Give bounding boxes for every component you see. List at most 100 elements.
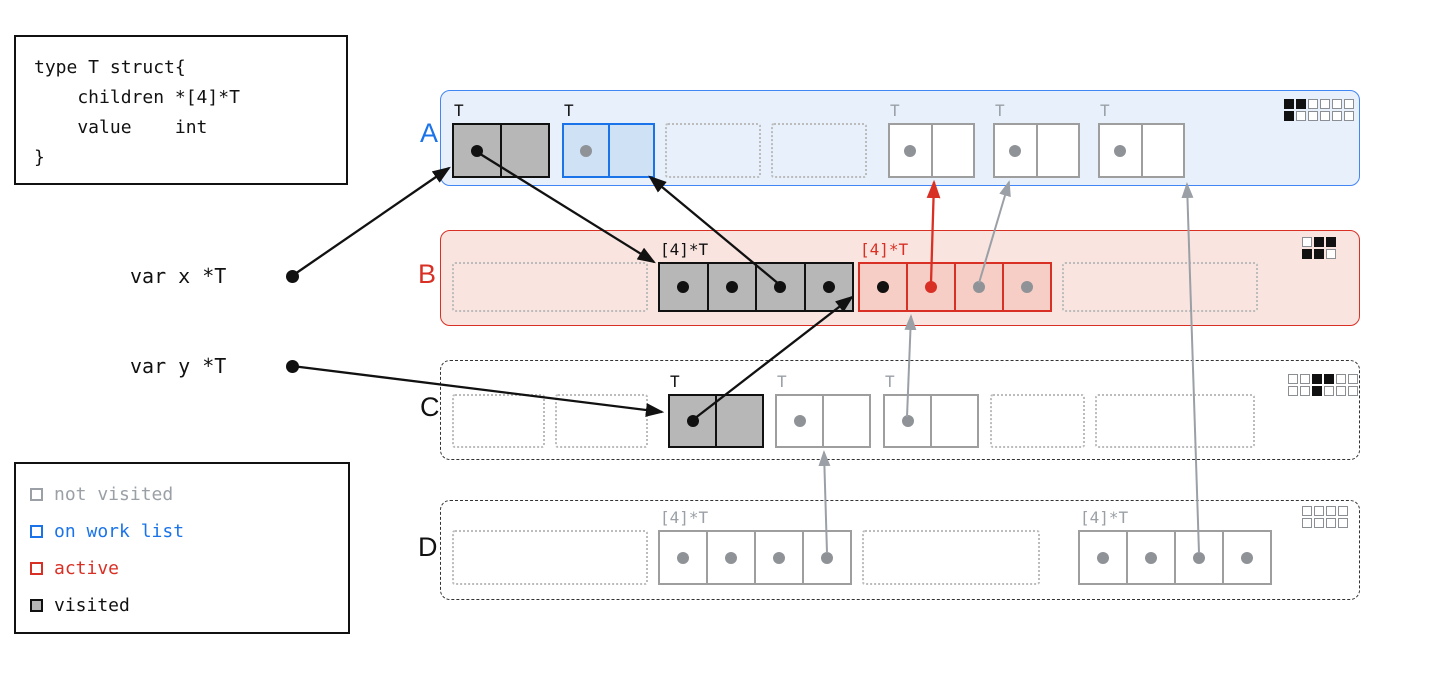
allocation-bitmap bbox=[1288, 374, 1358, 398]
bitmap-row bbox=[1302, 506, 1348, 516]
bitmap-cell bbox=[1314, 506, 1324, 516]
heap-object bbox=[993, 123, 1080, 178]
bitmap-row bbox=[1288, 374, 1358, 384]
heap-object bbox=[658, 530, 852, 585]
legend-label: on work list bbox=[54, 521, 185, 542]
bitmap-row bbox=[1302, 518, 1348, 528]
bitmap-cell bbox=[1302, 237, 1312, 247]
empty-slot bbox=[771, 123, 867, 178]
object-cell bbox=[660, 264, 707, 310]
var-y-label: var y *T bbox=[130, 354, 227, 378]
var-x-pointer-dot bbox=[286, 270, 299, 283]
code-line: } bbox=[34, 147, 45, 168]
object-cell bbox=[1100, 125, 1141, 176]
legend-label: active bbox=[54, 558, 120, 579]
object-cell bbox=[754, 532, 802, 583]
pointer-dot bbox=[877, 281, 889, 293]
span-label-A: A bbox=[420, 118, 439, 148]
object-cell bbox=[1035, 125, 1079, 176]
object-type-label: T bbox=[564, 101, 574, 120]
legend-swatch bbox=[30, 525, 43, 538]
code-line: value int bbox=[34, 117, 208, 138]
object-cell bbox=[564, 125, 608, 176]
bitmap-cell bbox=[1302, 249, 1312, 259]
bitmap-cell bbox=[1326, 237, 1336, 247]
pointer-dot bbox=[1021, 281, 1033, 293]
object-cell bbox=[500, 125, 548, 176]
struct-definition-box: type T struct{ children *[4]*T value int… bbox=[14, 35, 348, 185]
bitmap-cell bbox=[1288, 374, 1298, 384]
object-type-label: T bbox=[885, 372, 895, 391]
heap-object bbox=[888, 123, 975, 178]
empty-slot bbox=[665, 123, 761, 178]
empty-slot bbox=[452, 530, 648, 585]
bitmap-row bbox=[1284, 99, 1354, 109]
bitmap-cell bbox=[1348, 374, 1358, 384]
empty-slot bbox=[862, 530, 1040, 585]
legend-swatch bbox=[30, 599, 43, 612]
allocation-bitmap bbox=[1302, 506, 1348, 530]
bitmap-row bbox=[1284, 111, 1354, 121]
object-cell bbox=[954, 264, 1002, 310]
object-cell bbox=[1080, 532, 1126, 583]
bitmap-cell bbox=[1302, 506, 1312, 516]
allocation-bitmap bbox=[1302, 237, 1336, 261]
pointer-dot bbox=[1097, 551, 1109, 564]
legend-items: not visited on work list active visited bbox=[30, 476, 348, 624]
bitmap-cell bbox=[1344, 111, 1354, 121]
var-x-label: var x *T bbox=[130, 264, 227, 288]
bitmap-cell bbox=[1326, 518, 1336, 528]
legend-swatch bbox=[30, 562, 43, 575]
bitmap-cell bbox=[1312, 386, 1322, 396]
pointer-dot bbox=[677, 281, 690, 293]
object-cell bbox=[1002, 264, 1050, 310]
heap-object bbox=[1078, 530, 1272, 585]
empty-slot bbox=[555, 394, 648, 448]
object-cell bbox=[1174, 532, 1222, 583]
legend-item: on work list bbox=[30, 513, 348, 550]
object-cell bbox=[1222, 532, 1270, 583]
bitmap-cell bbox=[1300, 386, 1310, 396]
pointer-dot bbox=[1193, 551, 1205, 564]
pointer-dot bbox=[774, 281, 787, 293]
object-cell bbox=[706, 532, 754, 583]
pointer-dot bbox=[1145, 551, 1157, 564]
heap-object bbox=[658, 262, 854, 312]
bitmap-cell bbox=[1320, 99, 1330, 109]
object-type-label: T bbox=[777, 372, 787, 391]
legend-label: not visited bbox=[54, 484, 174, 505]
bitmap-cell bbox=[1296, 99, 1306, 109]
legend-label: visited bbox=[54, 595, 130, 616]
object-cell bbox=[607, 125, 654, 176]
object-type-label: T bbox=[670, 372, 680, 391]
object-cell bbox=[860, 264, 906, 310]
pointer-dot bbox=[793, 415, 806, 427]
empty-slot bbox=[452, 262, 648, 312]
bitmap-cell bbox=[1332, 99, 1342, 109]
empty-slot bbox=[1062, 262, 1258, 312]
span-label-D: D bbox=[418, 532, 438, 562]
bitmap-cell bbox=[1284, 111, 1294, 121]
bitmap-cell bbox=[1288, 386, 1298, 396]
heap-object bbox=[775, 394, 871, 448]
empty-slot bbox=[990, 394, 1085, 448]
pointer-dot bbox=[579, 144, 592, 157]
code-line: children *[4]*T bbox=[34, 87, 240, 108]
bitmap-cell bbox=[1326, 249, 1336, 259]
heap-object bbox=[668, 394, 764, 448]
object-cell bbox=[715, 396, 762, 446]
pointer-dot bbox=[901, 415, 914, 427]
pointer-dot bbox=[973, 281, 985, 293]
legend-box: not visited on work list active visited bbox=[14, 462, 350, 634]
pointer-dot bbox=[822, 281, 835, 293]
object-type-label: T bbox=[995, 101, 1005, 120]
bitmap-cell bbox=[1348, 386, 1358, 396]
pointer-dot bbox=[725, 281, 738, 293]
heap-object bbox=[1098, 123, 1185, 178]
legend-item: active bbox=[30, 550, 348, 587]
pointer-dot bbox=[1009, 144, 1022, 157]
object-cell bbox=[822, 396, 869, 446]
bitmap-cell bbox=[1312, 374, 1322, 384]
empty-slot bbox=[1095, 394, 1255, 448]
